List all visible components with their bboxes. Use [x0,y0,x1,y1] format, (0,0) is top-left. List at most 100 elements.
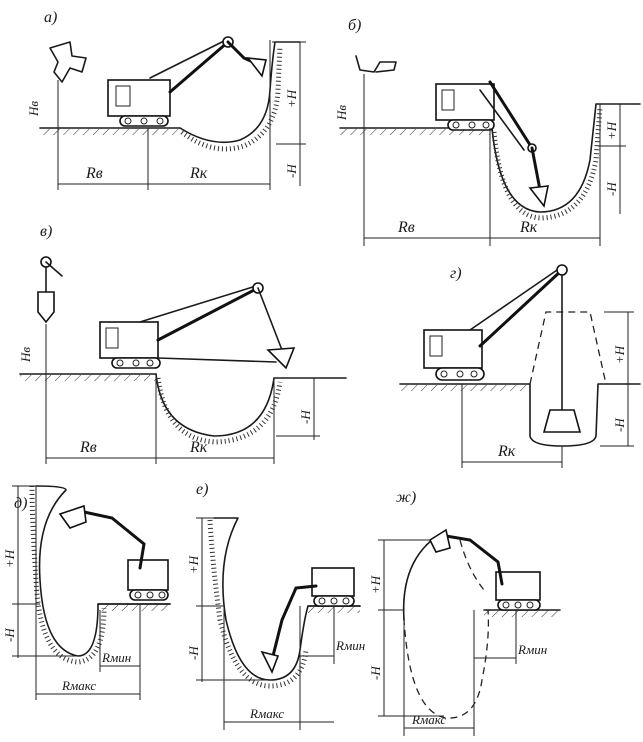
bowl-hatch [491,107,603,221]
label-minus-h: -H [298,410,313,424]
boom [82,510,146,570]
excavation-bowl [179,41,301,144]
crawler-track [119,115,169,127]
boom [168,40,230,94]
grille [429,335,443,357]
excavation-face [213,517,361,681]
label-rb: Rв [79,439,97,456]
label-plus-h: +H [2,549,17,568]
label-hb: Hв [334,105,349,121]
boom [488,80,534,150]
excavator-zh [428,528,541,611]
label-minus-h: -H [186,646,201,660]
panel-g-letter: г) [450,265,462,282]
bucket [528,185,549,208]
panel-g: г) Rк +H -H [399,264,641,468]
panel-a: а) Rв Rк Hв +H -H [26,9,306,190]
dump-vehicle-icon [355,55,397,73]
bowl-hatch [155,377,283,445]
cab [107,79,171,117]
cab [495,571,541,601]
label-minus-h: -H [612,418,627,432]
panel-a-letter: а) [44,9,57,26]
excavator-v [99,282,296,370]
grille [105,327,119,349]
crawler-track [497,599,541,611]
upper-face-dashed [529,311,607,385]
label-plus-h: +H [368,575,383,594]
dump-vehicle-icon [49,41,87,83]
crawler-track [447,119,495,131]
panel-d: д) Rмин Rмакс +H -H [2,485,171,700]
panel-zh: ж) Rмин Rмакс +H -H [368,489,561,736]
label-hb: Hв [18,347,33,363]
panel-e-letter: е) [196,481,208,498]
label-rmin: Rмин [517,642,547,657]
boom [478,268,564,348]
excavator-g [423,264,582,433]
panel-e: е) Rмин Rмакс +H -H [186,481,365,730]
boom [156,286,260,342]
label-plus-h: +H [186,555,201,574]
arm [530,146,542,192]
ground-hatch [400,385,530,391]
ground-hatch [20,375,156,381]
panel-v-letter: в) [40,223,52,240]
drag-rope [157,357,277,363]
upper-face-dashed [459,539,485,591]
label-rk: Rк [189,439,208,456]
label-rb: Rв [85,165,103,182]
face-hatch [29,485,107,665]
cab [127,559,169,591]
label-plus-h: +H [284,89,299,108]
crawler-track [129,589,169,601]
label-rk: Rк [497,443,516,460]
label-minus-h: -H [368,666,383,680]
label-rmin: Rмин [101,650,131,665]
ground-hatch [98,605,170,611]
label-minus-h: -H [2,628,17,642]
hoist-rope [257,287,283,351]
excavator-b [435,80,549,208]
bucket [428,528,451,553]
label-hb: Hв [26,101,41,117]
panel-zh-letter: ж) [396,489,416,506]
bucket [58,504,87,529]
excavator-d [58,504,169,601]
label-rk: Rк [519,219,538,236]
bucket [266,347,296,370]
label-plus-h: +H [612,345,627,364]
panel-d-letter: д) [14,495,27,512]
label-minus-h: -H [604,182,619,196]
label-rb: Rв [397,219,415,236]
panel-b-letter: б) [348,17,361,34]
excavation-face [35,485,171,657]
grille [441,89,455,111]
ground-hatch [340,129,490,135]
cab [311,567,355,597]
excavation-bowl [155,373,347,437]
cab [435,83,495,121]
ground-hatch [40,129,180,135]
panel-v: в) Rв Rк Hв -H [18,223,347,464]
label-minus-h: -H [284,164,299,178]
cab [99,321,159,359]
clamshell-bucket [542,409,582,433]
dump-bucket-icon [37,291,55,324]
label-rmax: Rмакс [411,712,446,727]
label-plus-h: +H [604,121,619,140]
face-hatch [207,519,309,689]
ground-hatch [484,611,560,617]
grille [115,85,131,107]
crawler-track [435,367,485,381]
bucket [260,650,280,674]
bucket [246,56,267,78]
boom [444,534,504,586]
label-rk: Rк [189,165,208,182]
label-rmax: Rмакс [61,678,96,693]
excavation-pit [529,383,641,447]
excavation-dashed-outline [402,533,490,719]
excavator-e [260,567,355,674]
panel-b: б) Rв Rк Hв +H -H [334,17,641,246]
